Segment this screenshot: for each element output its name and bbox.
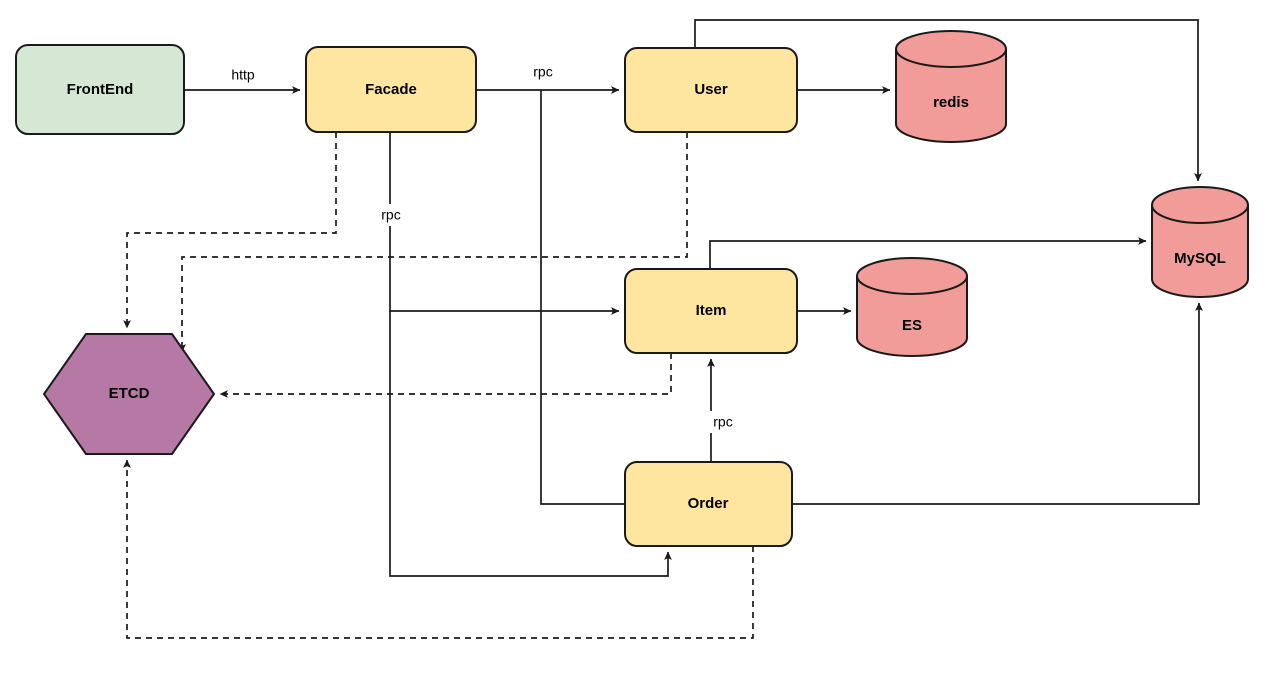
edge-facade-etcd bbox=[123, 132, 337, 329]
edge-label-http-bg bbox=[224, 64, 262, 86]
node-redis[interactable]: redis bbox=[895, 30, 1007, 143]
edge-label-rpc-item-bg bbox=[374, 204, 408, 226]
edge-layer bbox=[123, 19, 1203, 639]
edge-user-mysql bbox=[694, 19, 1202, 182]
node-item[interactable]: Item bbox=[624, 268, 798, 354]
edge-user-etcd bbox=[178, 132, 688, 353]
edge-label-rpc-user-bg bbox=[526, 61, 560, 83]
node-facade[interactable]: Facade bbox=[305, 46, 477, 133]
edge-item-etcd bbox=[219, 353, 672, 398]
edge-item-mysql bbox=[709, 237, 1147, 269]
node-layer: FrontEnd Facade User Item Order bbox=[15, 30, 1249, 547]
edge-facade-order bbox=[540, 90, 625, 505]
node-etcd[interactable]: ETCD bbox=[42, 333, 216, 455]
node-frontend[interactable]: FrontEnd bbox=[15, 44, 185, 135]
edge-order-etcd bbox=[123, 459, 754, 639]
edge-label-rpc-order-bg bbox=[706, 411, 740, 433]
edge-order-mysql bbox=[792, 302, 1203, 505]
edge-facade-item bbox=[389, 132, 620, 315]
node-user[interactable]: User bbox=[624, 47, 798, 133]
edge-facade-order-bottom bbox=[389, 311, 672, 577]
node-mysql[interactable]: MySQL bbox=[1151, 186, 1249, 298]
node-order[interactable]: Order bbox=[624, 461, 793, 547]
node-es[interactable]: ES bbox=[856, 257, 968, 357]
